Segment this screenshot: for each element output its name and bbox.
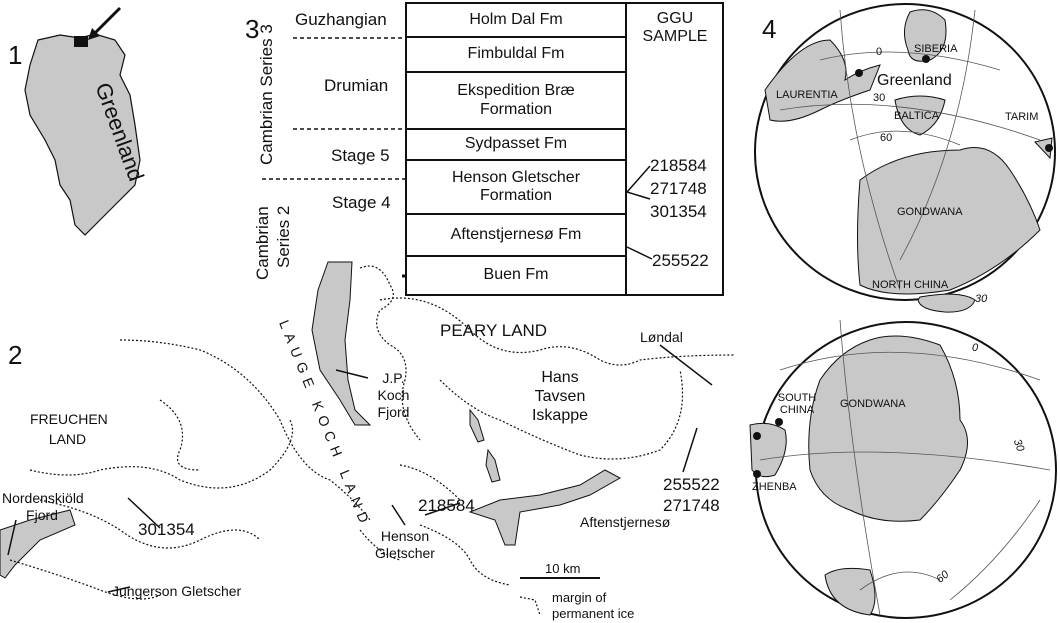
map-sample-271748: 271748 xyxy=(663,496,720,515)
col-sample-218584: 218584 xyxy=(650,156,707,175)
formation-sydpasset: Sydpasset Fm xyxy=(464,135,568,153)
lat-60-top: 60 xyxy=(880,132,893,144)
jp-koch-fjord xyxy=(311,261,372,426)
col-sample-255522: 255522 xyxy=(652,251,709,270)
ggu-sample-header: GGU SAMPLE xyxy=(642,9,708,45)
jp-koch-fjord-label: J.P. Koch Fjord xyxy=(377,370,410,420)
zhenba-label: ZHENBA xyxy=(752,481,797,493)
formation-fimbuldal: Fimbuldal Fm xyxy=(467,45,565,63)
laurentia-label: LAURENTIA xyxy=(776,89,838,101)
panel-2-number: 2 xyxy=(8,340,23,370)
scale-bar-label: 10 km xyxy=(545,561,581,576)
arrow-icon xyxy=(90,6,122,38)
globe-bottom xyxy=(749,293,1057,619)
ice-margin xyxy=(9,265,736,616)
series-2-label-line2: Series 2 xyxy=(274,205,293,268)
panel-1-number: 1 xyxy=(8,40,23,70)
henson-gletscher-label: Henson Gletscher xyxy=(375,528,435,561)
jungerson-gletscher-label: Jungerson Gletscher xyxy=(112,583,242,599)
panel-3-number: 3 xyxy=(245,14,260,44)
baltica-label: BALTICA xyxy=(894,110,940,122)
londal-label: Løndal xyxy=(640,329,683,345)
gondwana-top-label: GONDWANA xyxy=(897,206,963,218)
north-china-label: NORTH CHINA xyxy=(872,279,949,291)
aftenstjernesoe-label: Aftenstjernesø xyxy=(580,514,671,530)
col-sample-301354: 301354 xyxy=(650,202,707,221)
lat-0-bottom: 0 xyxy=(972,342,979,354)
gondwana-bottom-label: GONDWANA xyxy=(840,398,906,410)
siberia-label: SIBERIA xyxy=(914,43,958,55)
stage-5: Stage 5 xyxy=(331,146,390,165)
panel-4-number: 4 xyxy=(762,14,777,44)
map-sample-255522: 255522 xyxy=(663,475,720,494)
freuchen-land-label: FREUCHEN LAND xyxy=(30,411,108,447)
lat-0-top: 0 xyxy=(876,46,883,58)
strat-column xyxy=(405,2,724,296)
south-china-label: SOUTH CHINA xyxy=(777,392,817,417)
series-3-label: Cambrian Series 3 xyxy=(257,24,276,165)
study-area-marker xyxy=(74,36,88,47)
ice-margin-legend: margin of permanent ice xyxy=(552,590,635,621)
globe-top xyxy=(754,3,1056,301)
formation-aftenstjernesoe: Aftenstjernesø Fm xyxy=(450,225,582,243)
nordenskiold-fjord xyxy=(0,509,76,579)
formation-holm-dal: Holm Dal Fm xyxy=(469,10,563,28)
lat-30-top: 30 xyxy=(873,92,886,104)
stage-drumian: Drumian xyxy=(324,76,389,95)
peary-land-label: PEARY LAND xyxy=(440,321,548,340)
col-sample-271748: 271748 xyxy=(650,179,707,198)
hans-tavsen-iskappe-label: Hans Tavsen Iskappe xyxy=(531,369,589,425)
tarim-label: TARIM xyxy=(1005,111,1039,123)
formation-henson-gletscher: Henson Gletscher Formation xyxy=(451,168,581,204)
greenland-shape xyxy=(24,33,141,236)
lat-30-bottom-n: 30 xyxy=(975,293,988,305)
series-2-label-line1: Cambrian xyxy=(253,206,272,280)
map-sample-301354: 301354 xyxy=(138,520,195,539)
formation-ekspedition-brae: Ekspedition Bræ Formation xyxy=(457,82,575,118)
stage-4: Stage 4 xyxy=(332,193,391,212)
formation-buen: Buen Fm xyxy=(483,266,549,284)
lake-small-2 xyxy=(485,448,501,483)
stage-guzhangian: Guzhangian xyxy=(295,10,387,29)
nordenskiold-fjord-label: Nordenskiöld Fjord xyxy=(2,490,84,523)
aftenstjernesoe-lake xyxy=(468,469,622,546)
lake-small-1 xyxy=(469,408,485,443)
map-arrows xyxy=(7,344,713,593)
map-sample-218584: 218584 xyxy=(418,496,475,515)
greenland-globe-label: Greenland xyxy=(877,72,952,89)
